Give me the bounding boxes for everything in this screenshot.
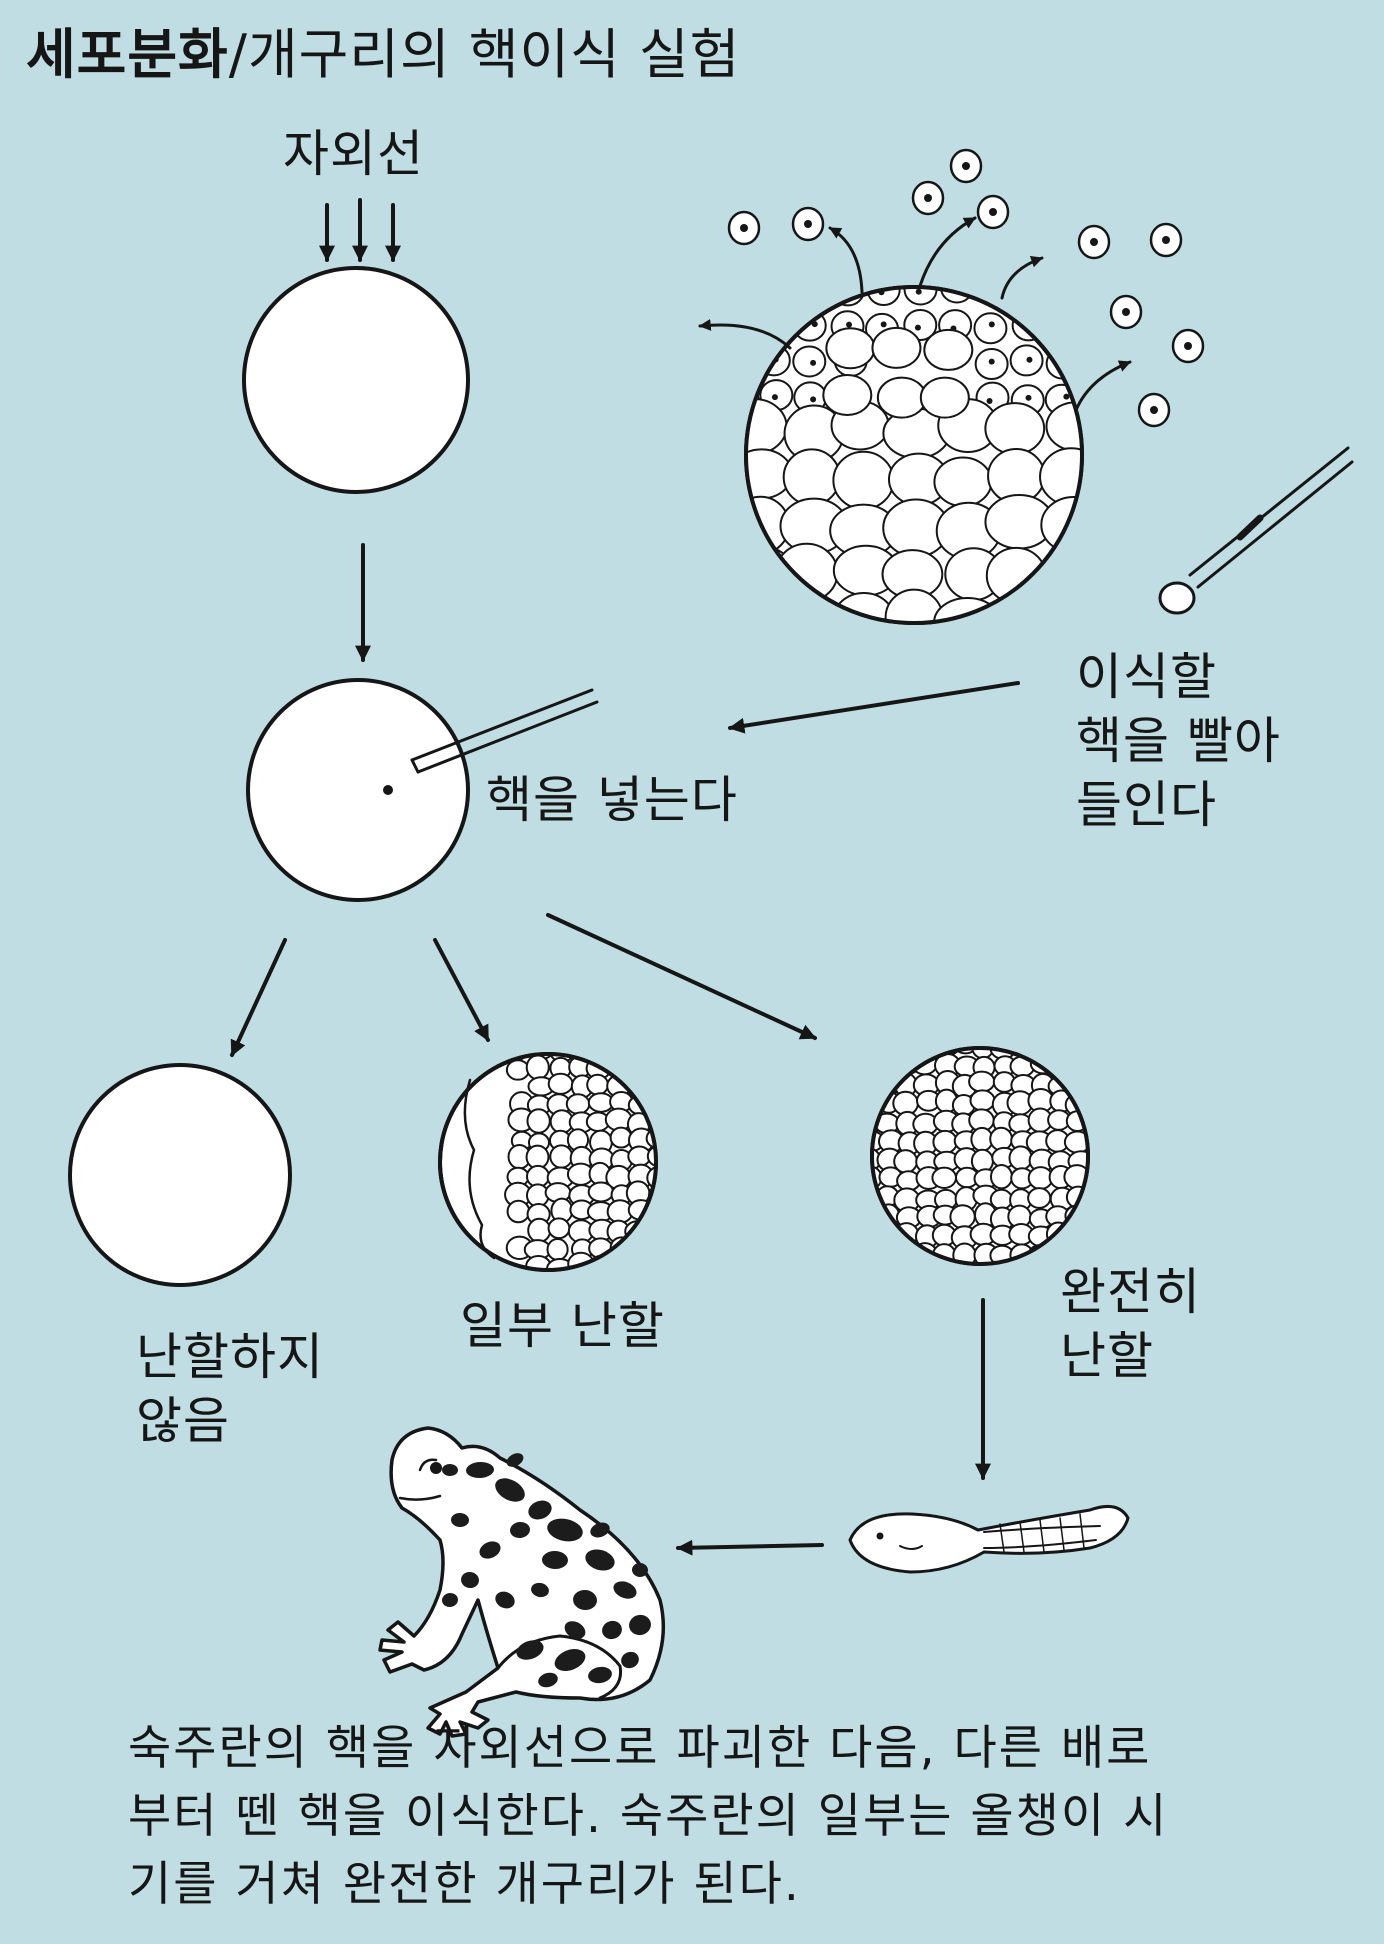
page-title: 세포분화/개구리의 핵이식 실험 (26, 22, 740, 88)
donor-embryo-icon (744, 285, 1084, 625)
nucleus-dot-icon (383, 785, 393, 795)
extraction-pipette-icon (1158, 446, 1354, 615)
arrow-to-frog (676, 1539, 824, 1556)
tadpole-icon (848, 1504, 1130, 1574)
partially-cleaved-embryo-icon (438, 1052, 658, 1272)
caption-line3: 기를 거쳐 완전한 개구리가 된다. (128, 1857, 801, 1912)
dissociation-arrows (698, 216, 1132, 412)
label-uv: 자외선 (283, 125, 424, 183)
uncleaved-egg-icon (68, 1063, 292, 1287)
label-no-cleavage-line1: 난할하지 (136, 1328, 324, 1386)
title-main: 세포분화 (26, 23, 229, 86)
arrow-to-no-cleavage (230, 938, 287, 1057)
injection-pipette-icon (410, 688, 599, 774)
label-extract: 이식할 핵을 빨아 들인다 (1076, 645, 1281, 837)
label-no-cleavage-line2: 않음 (136, 1392, 230, 1450)
arrow-transfer-nucleus (728, 681, 1020, 734)
label-complete-line1: 완전히 (1060, 1263, 1201, 1321)
host-egg-icon (242, 266, 470, 494)
label-extract-line1: 이식할 (1076, 648, 1217, 706)
title-sub: 개구리의 핵이식 실험 (247, 23, 741, 86)
label-complete-line2: 난할 (1060, 1327, 1154, 1385)
arrow-to-complete (546, 913, 817, 1040)
frog-icon (378, 1426, 666, 1738)
caption: 숙주란의 핵을 자외선으로 파괴한 다음, 다른 배로 부터 뗀 핵을 이식한다… (128, 1715, 1168, 1919)
caption-line1: 숙주란의 핵을 자외선으로 파괴한 다음, 다른 배로 (128, 1721, 1152, 1776)
label-complete: 완전히 난할 (1060, 1260, 1201, 1388)
label-insert: 핵을 넣는다 (486, 771, 738, 829)
title-separator: / (228, 23, 248, 86)
injected-egg-icon (246, 678, 470, 902)
label-extract-line3: 들인다 (1076, 776, 1217, 834)
free-cells (727, 148, 1205, 428)
label-partial: 일부 난할 (460, 1297, 665, 1355)
label-no-cleavage: 난할하지 않음 (136, 1325, 324, 1453)
label-extract-line2: 핵을 빨아 (1076, 712, 1281, 770)
caption-line2: 부터 뗀 핵을 이식한다. 숙주란의 일부는 올챙이 시 (128, 1789, 1169, 1844)
completely-cleaved-embryo-icon (870, 1046, 1090, 1266)
arrow-to-partial (433, 938, 490, 1042)
